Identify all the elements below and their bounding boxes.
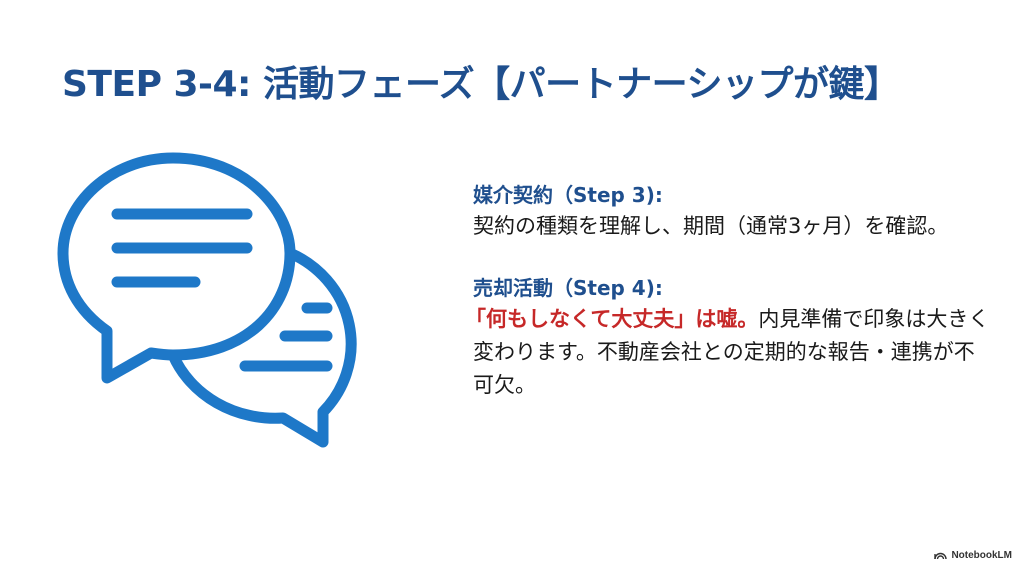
- section-heading: 売却活動（Step 4):: [473, 276, 663, 300]
- emphasis-text: 「何もしなくて大丈夫」は嘘。: [465, 307, 759, 331]
- slide-title: STEP 3-4: 活動フェーズ【パートナーシップが鍵】: [62, 64, 900, 105]
- section-sales-activity: 売却活動（Step 4): 「何もしなくて大丈夫」は嘘。内見準備で印象は大きく変…: [465, 273, 993, 402]
- notebooklm-logo-icon: [934, 549, 948, 562]
- brand-name: NotebookLM: [951, 550, 1012, 561]
- footer-brand: NotebookLM: [934, 549, 1012, 562]
- body-text: 内見準備で印象は大きく変わります。不動産会社との定期的な報告・連携が不可欠。: [473, 307, 990, 397]
- section-body: 契約の種類を理解し、期間（通常3ヶ月）を確認。: [473, 214, 949, 238]
- section-mediation-contract: 媒介契約（Step 3): 契約の種類を理解し、期間（通常3ヶ月）を確認。: [473, 180, 993, 243]
- section-heading: 媒介契約（Step 3):: [473, 183, 663, 207]
- section-body: 「何もしなくて大丈夫」は嘘。内見準備で印象は大きく変わります。不動産会社との定期…: [465, 303, 993, 402]
- chat-bubbles-icon: [55, 150, 385, 460]
- content-panel: 媒介契約（Step 3): 契約の種類を理解し、期間（通常3ヶ月）を確認。 売却…: [465, 180, 993, 432]
